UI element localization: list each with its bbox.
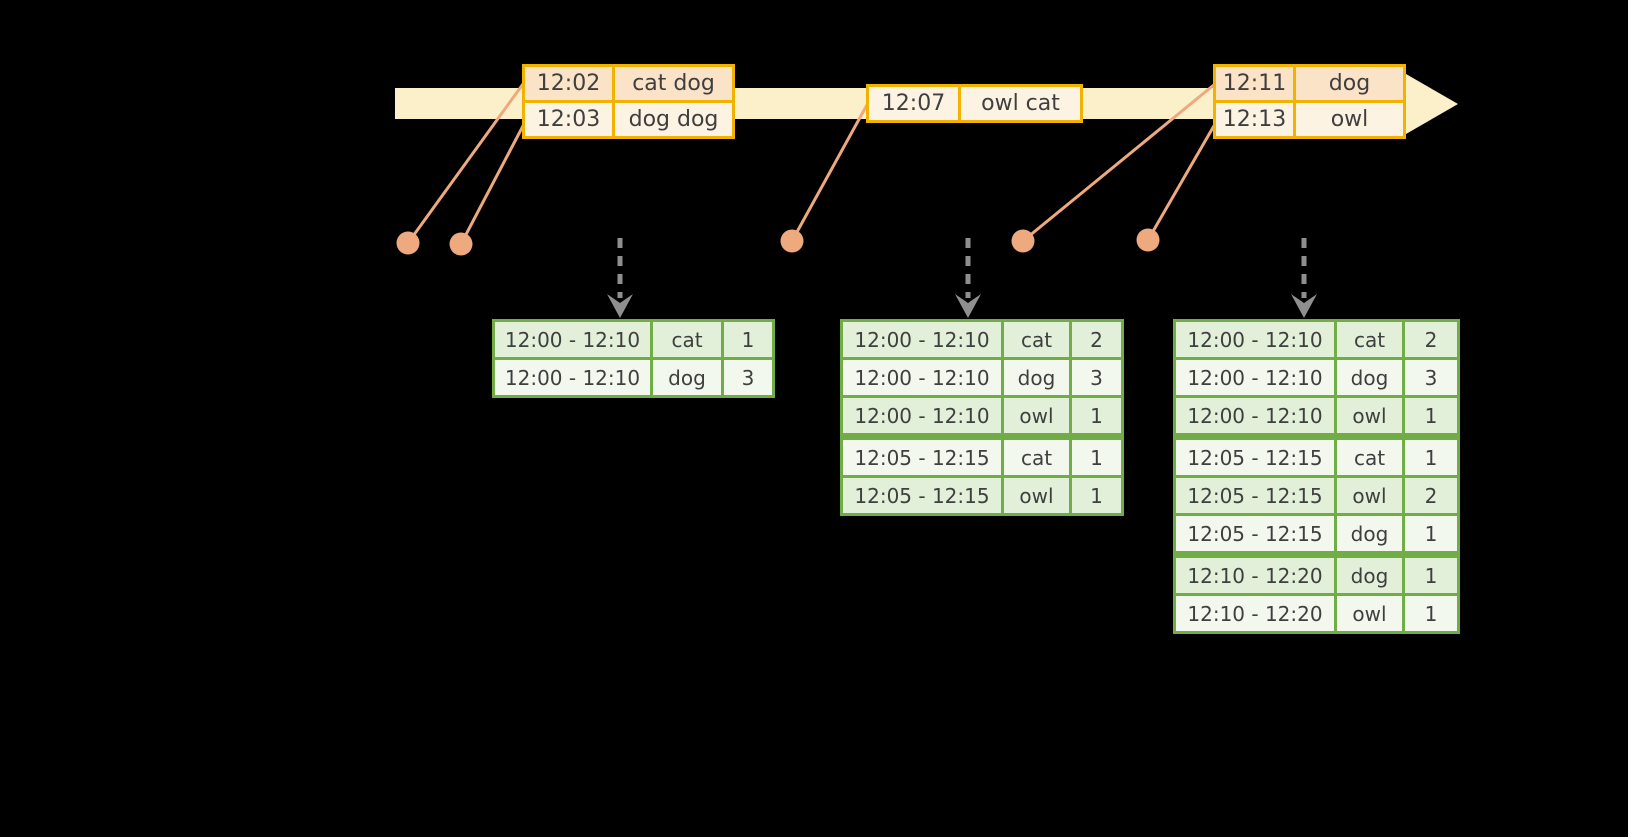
input-batch-2-cell: 12:07 [866, 84, 961, 123]
input-batch-3-cell: 12:13 [1213, 100, 1296, 139]
result-table-3-cell: 1 [1402, 395, 1460, 438]
result-table-3-cell: dog [1334, 551, 1405, 596]
result-table-1-cell: 1 [721, 319, 775, 360]
event-connector-lines [406, 82, 1217, 245]
result-table-3-cell: 1 [1402, 593, 1460, 634]
result-table-2-cell: 1 [1069, 433, 1124, 478]
trigger-arrows [607, 238, 1317, 318]
connector-line [1022, 82, 1216, 243]
input-batch-2-cell: owl cat [958, 84, 1083, 123]
result-table-2-cell: 12:05 - 12:15 [840, 433, 1004, 478]
result-table-3-cell: 12:05 - 12:15 [1173, 513, 1337, 556]
result-table-3-cell: 3 [1402, 357, 1460, 398]
result-table-3-cell: 2 [1402, 319, 1460, 360]
result-table-2-cell: 12:00 - 12:10 [840, 319, 1004, 360]
result-table-3-cell: 12:10 - 12:20 [1173, 593, 1337, 634]
input-batch-1-cell: cat dog [612, 64, 735, 103]
result-table-3-cell: owl [1334, 475, 1405, 516]
result-table-1-cell: 12:00 - 12:10 [492, 319, 653, 360]
input-batch-1-cell: 12:02 [522, 64, 615, 103]
result-table-3-cell: 2 [1402, 475, 1460, 516]
result-table-2-cell: 2 [1069, 319, 1124, 360]
result-table-3-cell: cat [1334, 319, 1405, 360]
input-batch-1-cell: dog dog [612, 100, 735, 139]
result-table-3-cell: 1 [1402, 433, 1460, 478]
result-table-3-cell: 1 [1402, 551, 1460, 596]
result-table-2-cell: 12:05 - 12:15 [840, 475, 1004, 516]
result-table-2-cell: owl [1001, 475, 1072, 516]
result-table-2-cell: 1 [1069, 395, 1124, 438]
input-batch-3-cell: owl [1293, 100, 1406, 139]
result-table-2-cell: 12:00 - 12:10 [840, 357, 1004, 398]
result-table-3-cell: dog [1334, 513, 1405, 556]
result-table-3-cell: cat [1334, 433, 1405, 478]
result-table-3-cell: 12:05 - 12:15 [1173, 433, 1337, 478]
result-table-3-cell: 12:00 - 12:10 [1173, 395, 1337, 438]
result-table-2-cell: 3 [1069, 357, 1124, 398]
trigger-arrowhead-icon [607, 294, 633, 318]
connector-line [790, 102, 870, 242]
result-table-1-cell: 3 [721, 357, 775, 398]
connector-line [406, 83, 525, 244]
timeline-arrowhead-icon [1406, 74, 1458, 134]
connector-line [459, 123, 526, 245]
result-table-2-cell: 12:00 - 12:10 [840, 395, 1004, 438]
result-table-3-cell: owl [1334, 593, 1405, 634]
connector-line [1146, 123, 1217, 241]
result-table-2-cell: owl [1001, 395, 1072, 438]
event-dot [1011, 229, 1035, 253]
result-table-1-cell: dog [650, 357, 724, 398]
event-dot [780, 229, 804, 253]
result-table-3-cell: 12:10 - 12:20 [1173, 551, 1337, 596]
result-table-2-cell: 1 [1069, 475, 1124, 516]
event-dots [396, 228, 1160, 256]
result-table-3-cell: dog [1334, 357, 1405, 398]
result-table-2-cell: cat [1001, 433, 1072, 478]
event-dot [1136, 228, 1160, 252]
result-table-1-cell: 12:00 - 12:10 [492, 357, 653, 398]
input-batch-3-cell: dog [1293, 64, 1406, 103]
input-batch-3-cell: 12:11 [1213, 64, 1296, 103]
trigger-arrowhead-icon [1291, 294, 1317, 318]
result-table-3-cell: 1 [1402, 513, 1460, 556]
input-batch-1-cell: 12:03 [522, 100, 615, 139]
result-table-2-cell: cat [1001, 319, 1072, 360]
result-table-2-cell: dog [1001, 357, 1072, 398]
result-table-3-cell: 12:00 - 12:10 [1173, 319, 1337, 360]
result-table-1-cell: cat [650, 319, 724, 360]
trigger-arrowhead-icon [955, 294, 981, 318]
result-table-3-cell: owl [1334, 395, 1405, 438]
event-dot [449, 232, 473, 256]
event-dot [396, 231, 420, 255]
result-table-3-cell: 12:00 - 12:10 [1173, 357, 1337, 398]
result-table-3-cell: 12:05 - 12:15 [1173, 475, 1337, 516]
